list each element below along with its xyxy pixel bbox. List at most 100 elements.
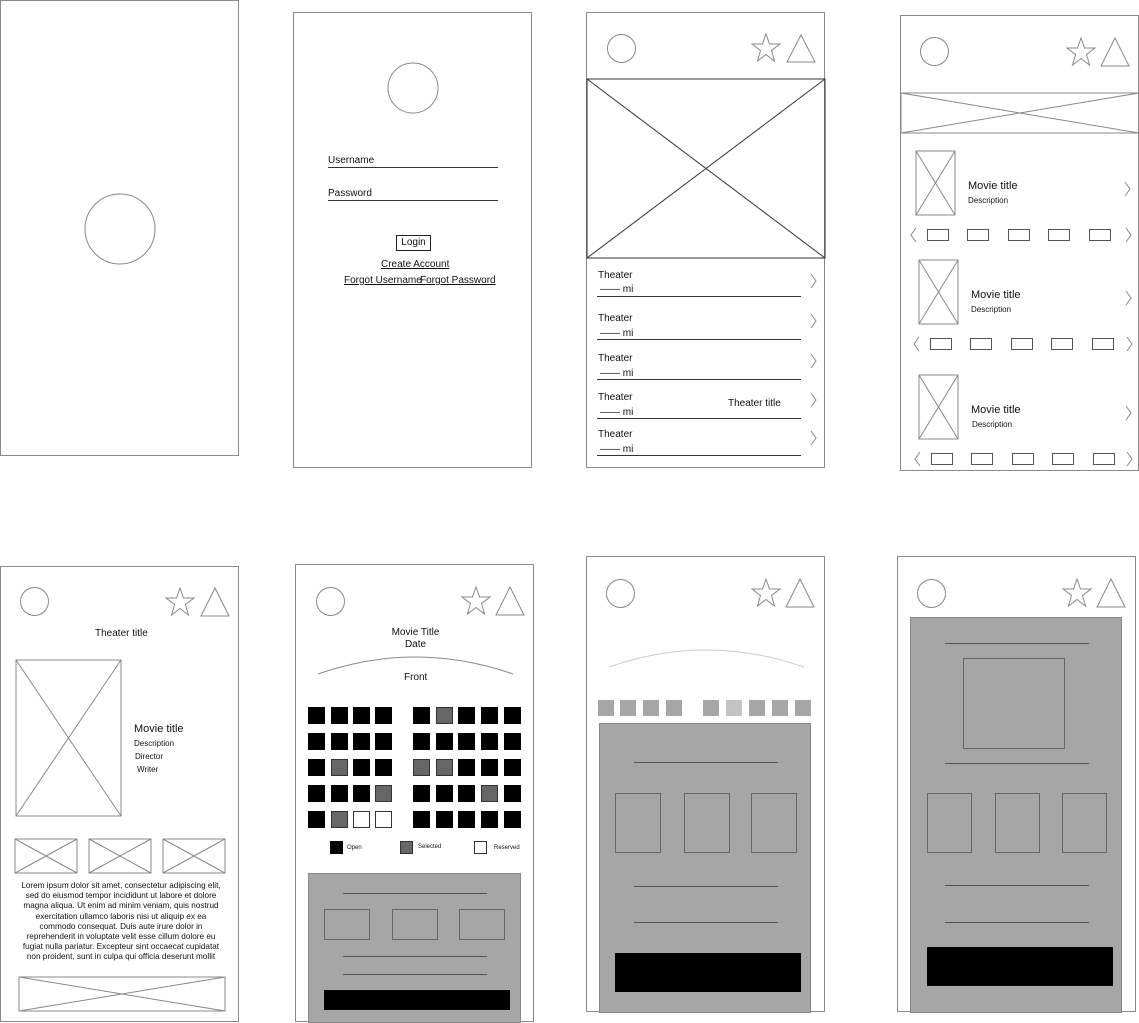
profile-circle-icon[interactable]: [606, 579, 635, 608]
seat-sel[interactable]: [331, 759, 348, 776]
seat-open[interactable]: [353, 785, 370, 802]
showtime-chip[interactable]: [1052, 453, 1074, 465]
seat-open[interactable]: [481, 707, 498, 724]
movie-title[interactable]: Movie title: [971, 289, 1021, 301]
seat-open[interactable]: [308, 707, 325, 724]
seat-open[interactable]: [504, 759, 521, 776]
seat-open[interactable]: [436, 811, 453, 828]
triangle-icon[interactable]: [1100, 36, 1130, 67]
theater-list-item[interactable]: Theater —— mi: [597, 313, 817, 342]
chevron-right-icon[interactable]: [1125, 405, 1132, 421]
showtime-chip[interactable]: [970, 338, 992, 350]
showtime-chip[interactable]: [1048, 229, 1070, 241]
seat-open[interactable]: [504, 733, 521, 750]
chevron-right-icon[interactable]: [810, 392, 817, 408]
showtime-chip[interactable]: [931, 453, 953, 465]
seat-open[interactable]: [481, 759, 498, 776]
still-image-placeholder[interactable]: [14, 838, 78, 874]
seat-open[interactable]: [331, 707, 348, 724]
panel-box[interactable]: [392, 909, 438, 940]
confirm-button[interactable]: [615, 953, 801, 992]
seat-open[interactable]: [331, 733, 348, 750]
seat-sel[interactable]: [436, 759, 453, 776]
seat-open[interactable]: [308, 733, 325, 750]
profile-circle-icon[interactable]: [20, 587, 49, 616]
movie-poster-placeholder[interactable]: [918, 374, 959, 440]
panel-box[interactable]: [459, 909, 505, 940]
seat-open[interactable]: [308, 811, 325, 828]
forgot-username-link[interactable]: Forgot Username: [344, 275, 422, 286]
seat-sel[interactable]: [375, 785, 392, 802]
seat-open[interactable]: [458, 707, 475, 724]
seat-open[interactable]: [413, 785, 430, 802]
still-image-placeholder[interactable]: [162, 838, 226, 874]
seat-sel[interactable]: [481, 785, 498, 802]
chevron-right-icon[interactable]: [1124, 181, 1131, 197]
star-icon[interactable]: [164, 586, 196, 617]
theater-list-item[interactable]: Theater —— mi Theater title: [597, 392, 817, 421]
still-image-placeholder[interactable]: [88, 838, 152, 874]
seat-open[interactable]: [413, 733, 430, 750]
star-icon[interactable]: [1061, 577, 1093, 608]
confirm-button[interactable]: [324, 990, 510, 1010]
profile-circle-icon[interactable]: [920, 37, 949, 66]
username-field[interactable]: Username: [328, 155, 498, 168]
movie-poster-placeholder[interactable]: [918, 259, 959, 325]
showtime-chip[interactable]: [971, 453, 993, 465]
seat-open[interactable]: [353, 733, 370, 750]
showtime-chip[interactable]: [1089, 229, 1111, 241]
create-account-link[interactable]: Create Account: [381, 259, 450, 270]
panel-box[interactable]: [927, 793, 972, 853]
triangle-icon[interactable]: [785, 577, 815, 608]
seat-open[interactable]: [504, 707, 521, 724]
chevron-right-icon[interactable]: [810, 353, 817, 369]
seat-sel[interactable]: [413, 759, 430, 776]
seat-open[interactable]: [375, 707, 392, 724]
showtime-chip[interactable]: [967, 229, 989, 241]
login-button[interactable]: Login: [396, 235, 431, 251]
seat-open[interactable]: [458, 733, 475, 750]
chevron-right-icon[interactable]: [1125, 227, 1132, 243]
showtime-chip[interactable]: [1008, 229, 1030, 241]
panel-box[interactable]: [684, 793, 730, 853]
showtime-chip[interactable]: [930, 338, 952, 350]
panel-box[interactable]: [324, 909, 370, 940]
star-icon[interactable]: [750, 32, 782, 63]
showtime-chip[interactable]: [1011, 338, 1033, 350]
theater-list-item[interactable]: Theater —— mi: [597, 270, 817, 298]
showtime-chip[interactable]: [1092, 338, 1114, 350]
profile-circle-icon[interactable]: [607, 34, 636, 63]
chevron-right-icon[interactable]: [1126, 451, 1133, 467]
seat-open[interactable]: [413, 707, 430, 724]
chevron-left-icon[interactable]: [910, 227, 917, 243]
chevron-right-icon[interactable]: [810, 313, 817, 329]
seat-open[interactable]: [436, 733, 453, 750]
movie-poster-placeholder[interactable]: [915, 150, 956, 216]
seat-open[interactable]: [481, 733, 498, 750]
triangle-icon[interactable]: [1096, 577, 1126, 608]
showtime-chip[interactable]: [1051, 338, 1073, 350]
seat-open[interactable]: [308, 785, 325, 802]
showtime-chip[interactable]: [927, 229, 949, 241]
star-icon[interactable]: [750, 577, 782, 608]
panel-box[interactable]: [995, 793, 1040, 853]
chevron-right-icon[interactable]: [1126, 336, 1133, 352]
seat-open[interactable]: [504, 785, 521, 802]
showtime-chip[interactable]: [1093, 453, 1115, 465]
seat-open[interactable]: [353, 759, 370, 776]
seat-open[interactable]: [375, 733, 392, 750]
seat-open[interactable]: [436, 785, 453, 802]
chevron-right-icon[interactable]: [1125, 290, 1132, 306]
profile-circle-icon[interactable]: [316, 587, 345, 616]
triangle-icon[interactable]: [495, 585, 525, 616]
seat-open[interactable]: [504, 811, 521, 828]
showtime-chip[interactable]: [1012, 453, 1034, 465]
theater-list-item[interactable]: Theater —— mi: [597, 353, 817, 382]
panel-box[interactable]: [615, 793, 661, 853]
seat-sel[interactable]: [331, 811, 348, 828]
password-field[interactable]: Password: [328, 188, 498, 201]
theater-list-item[interactable]: Theater —— mi: [597, 430, 817, 458]
seat-open[interactable]: [458, 759, 475, 776]
seat-open[interactable]: [308, 759, 325, 776]
movie-title[interactable]: Movie title: [968, 180, 1018, 192]
